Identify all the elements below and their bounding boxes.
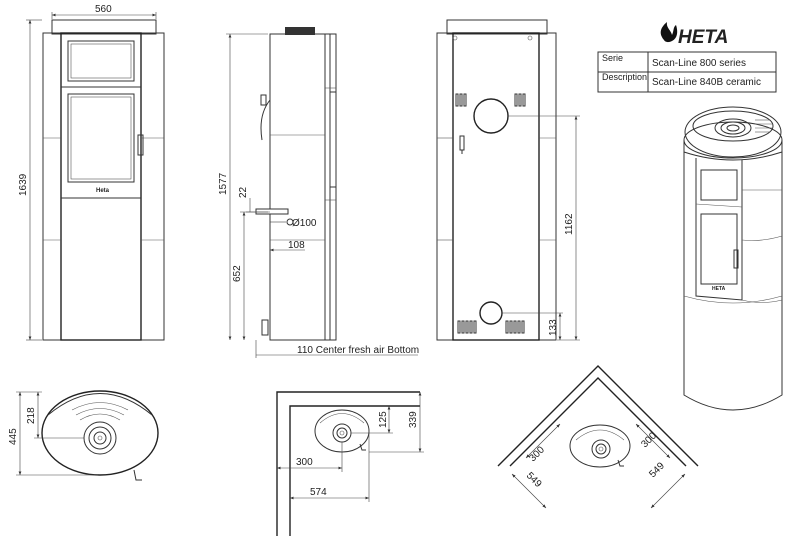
front-door-handle <box>137 134 144 156</box>
top-center-dim: 218 <box>26 407 37 424</box>
back-upper-vents <box>455 93 526 107</box>
top-outline <box>41 390 159 476</box>
side-fresh-air-note: 110 Center fresh air Bottom <box>297 345 419 356</box>
stove-3d-glass-door <box>700 213 738 285</box>
front-top-cover <box>51 19 157 35</box>
wall-width-dim: 574 <box>310 487 327 498</box>
side-air-height-dim: 652 <box>232 265 243 282</box>
front-upper-window <box>67 40 135 82</box>
corner-flue-circle <box>591 439 611 459</box>
front-height-dim: 1639 <box>18 173 29 196</box>
corner-left-edge-dim: 549 <box>524 470 544 490</box>
stove-3d-handle <box>733 249 739 269</box>
front-width-dim: 560 <box>95 4 112 15</box>
stove-3d-upper-window <box>700 169 738 201</box>
back-flue-height-dim: 1162 <box>564 213 575 235</box>
stove-3d-top-grille <box>714 118 772 138</box>
front-view: Heta 560 1639 <box>18 4 165 341</box>
corner-stove-outline <box>569 424 631 468</box>
side-body <box>269 33 337 341</box>
corner-outer-wall <box>497 365 699 467</box>
back-top-cover <box>446 19 548 35</box>
flame-icon <box>660 22 678 43</box>
side-height-dim: 1577 <box>218 172 229 195</box>
serie-label: Serie <box>602 53 623 63</box>
corner-right-edge-dim: 549 <box>647 460 667 480</box>
brand-logo: HETA <box>660 22 728 48</box>
side-view: 1577 22 Ø100 108 652 110 Center fresh ai… <box>218 27 419 358</box>
wall-center-x-dim: 300 <box>296 457 313 468</box>
top-depth-dim: 445 <box>8 428 19 445</box>
side-air-inlet-dim: 108 <box>288 240 305 251</box>
side-flue-diameter-dim: Ø100 <box>292 218 317 229</box>
wall-depth-dim: 339 <box>408 411 419 428</box>
description-label: Description <box>602 72 647 82</box>
top-grille <box>71 402 129 421</box>
back-lower-vents <box>457 320 525 334</box>
wall-outer-line <box>276 391 420 536</box>
front-heta-badge: Heta <box>96 188 110 194</box>
wall-install-view: 125 339 300 574 <box>276 391 424 536</box>
corner-left-center-dim: 300 <box>527 444 547 464</box>
back-view: 1162 133 <box>436 19 580 341</box>
stove-3d-top-cover <box>683 121 783 159</box>
wall-flue-circle <box>332 423 352 443</box>
logo-text: HETA <box>678 27 728 48</box>
svg-text:HETA: HETA <box>712 286 726 292</box>
side-flue-pipe <box>255 208 289 215</box>
corner-install-view: 300 549 300 549 <box>497 365 699 509</box>
title-block: Serie Scan-Line 800 series Description S… <box>597 51 777 93</box>
side-flue-top <box>285 27 315 35</box>
stove-3d-view: HETA <box>683 106 783 411</box>
back-panel <box>452 32 540 341</box>
front-glass-door <box>67 93 135 183</box>
description-value: Scan-Line 840B ceramic <box>652 77 761 88</box>
wall-inner-line <box>289 405 420 536</box>
stove-3d-body <box>683 140 783 411</box>
serie-value: Scan-Line 800 series <box>652 58 746 69</box>
back-flue-opening <box>473 98 509 134</box>
back-air-height-dim: 133 <box>548 319 559 336</box>
back-air-opening <box>479 301 503 325</box>
back-outer-body <box>436 32 557 341</box>
wall-center-y-dim: 125 <box>378 411 389 428</box>
front-door-frame <box>60 32 142 341</box>
top-view: 445 218 <box>8 390 159 481</box>
side-flue-offset-dim: 22 <box>238 186 249 198</box>
corner-right-center-dim: 300 <box>639 430 659 450</box>
